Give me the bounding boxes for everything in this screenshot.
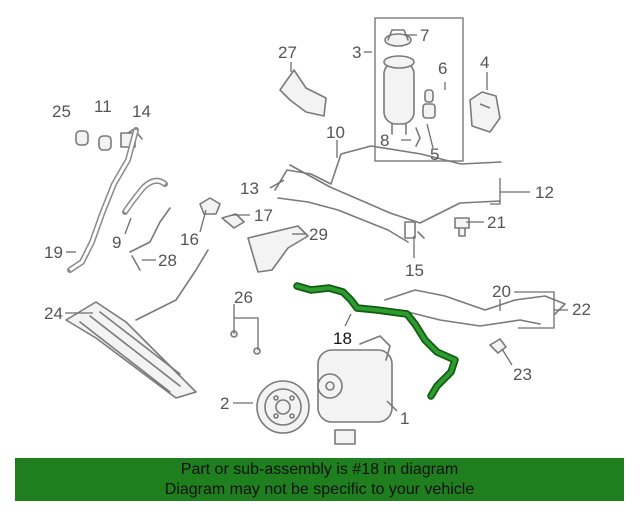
line-28	[129, 207, 171, 271]
callout-18: 18	[333, 329, 352, 348]
callout-17: 17	[254, 206, 273, 225]
parts-diagram: 7 3 4 6 8 5 27 10 25 11 14 13 12 17 21 9…	[44, 17, 591, 445]
callout-21: 21	[487, 213, 506, 232]
callout-25: 25	[52, 102, 71, 121]
part-info-banner: Part or sub-assembly is #18 in diagram D…	[15, 458, 624, 501]
callout-4: 4	[480, 53, 489, 72]
callout-12: 12	[535, 183, 554, 202]
banner-line-2: Diagram may not be specific to your vehi…	[164, 481, 475, 498]
callout-14: 14	[132, 102, 151, 121]
fittings-26	[230, 330, 261, 355]
callout-24: 24	[44, 304, 63, 323]
callout-15: 15	[405, 261, 424, 280]
callout-8: 8	[380, 131, 389, 150]
heat-shield-29	[247, 225, 309, 273]
callout-3: 3	[352, 43, 361, 62]
clamp-15	[404, 221, 425, 239]
bracket-4	[469, 91, 501, 133]
callout-16: 16	[180, 230, 199, 249]
callout-6: 6	[438, 59, 447, 78]
callout-29: 29	[309, 225, 328, 244]
callout-7: 7	[420, 26, 429, 45]
callout-labels: 7 3 4 6 8 5 27 10 25 11 14 13 12 17 21 9…	[44, 26, 591, 428]
bracket-17	[221, 213, 245, 229]
callout-28: 28	[158, 251, 177, 270]
clip-21	[454, 217, 470, 237]
line-20-22	[384, 289, 566, 315]
callout-20: 20	[492, 282, 511, 301]
power-steering-pump	[317, 335, 393, 445]
callout-27: 27	[278, 43, 297, 62]
hose-9-inner	[123, 179, 166, 213]
callout-10: 10	[326, 123, 345, 142]
callout-5: 5	[430, 145, 439, 164]
cooler-24-fins	[79, 311, 181, 393]
pressure-line-10	[274, 145, 502, 191]
pressure-line-13	[277, 197, 409, 243]
return-hose-19	[67, 127, 139, 273]
reservoir-assembly	[374, 17, 464, 162]
banner-line-1: Part or sub-assembly is #18 in diagram	[180, 461, 459, 478]
highlighted-hose-18	[293, 282, 459, 400]
callout-26: 26	[234, 288, 253, 307]
line-10-lower	[289, 164, 501, 224]
pulley-2	[256, 380, 310, 434]
callout-1: 1	[400, 409, 409, 428]
bracket-27	[279, 69, 327, 117]
callout-2: 2	[220, 394, 229, 413]
bracket-16	[199, 197, 221, 215]
callout-9: 9	[112, 233, 121, 252]
callout-23: 23	[513, 365, 532, 384]
callout-13: 13	[240, 179, 259, 198]
cooler-line	[135, 249, 209, 321]
return-hose-19-inner	[69, 129, 138, 272]
callout-22: 22	[572, 300, 591, 319]
callout-11: 11	[94, 97, 112, 116]
leader-lines	[65, 34, 568, 412]
callout-19: 19	[44, 243, 63, 262]
line-22-lower	[399, 309, 541, 327]
